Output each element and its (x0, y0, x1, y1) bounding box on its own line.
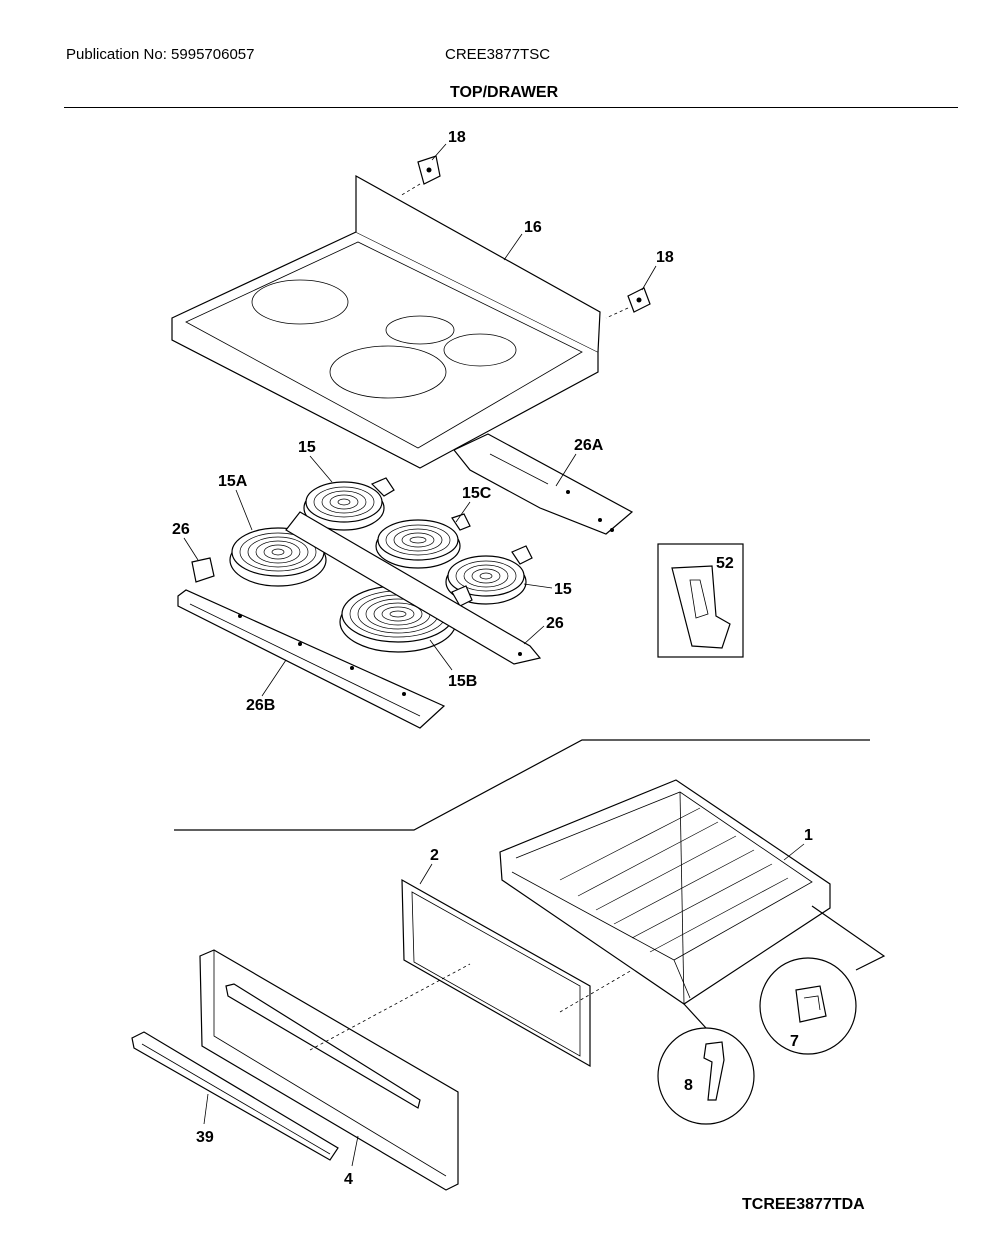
label-15B: 15B (448, 673, 477, 690)
support-rail-26B (177, 589, 446, 729)
part-52-inset (657, 543, 744, 658)
label-18-left: 18 (448, 129, 466, 146)
label-1: 1 (804, 827, 813, 844)
label-39: 39 (196, 1129, 214, 1146)
label-8: 8 (684, 1077, 693, 1094)
section-divider-line (174, 739, 870, 831)
header-divider (64, 107, 958, 108)
drawer-inner-panel-2 (401, 878, 591, 1068)
label-15C: 15C (462, 485, 492, 502)
drawer-body-1 (499, 779, 831, 1005)
label-4: 4 (344, 1171, 353, 1188)
terminal-bracket-26A (453, 433, 634, 535)
model-number: CREE3877TSC (445, 46, 551, 63)
bracket-18-left (399, 155, 441, 197)
publication-number: Publication No: 5995706057 (66, 46, 255, 63)
drawer-front-4 (199, 949, 459, 1191)
detail-circle-7 (759, 905, 886, 1055)
part-labels: 18 16 18 26A 15 15A 15C 26 15 26 15B 26B… (172, 129, 813, 1188)
element-support-26-left (191, 557, 215, 583)
drawer-handle-39 (131, 1031, 339, 1161)
label-7: 7 (790, 1033, 799, 1050)
label-15-front: 15 (554, 581, 572, 598)
label-26B: 26B (246, 697, 275, 714)
section-title: TOP/DRAWER (450, 84, 559, 101)
detail-circle-8 (657, 1003, 755, 1125)
label-15-rear: 15 (298, 439, 316, 456)
label-18-right: 18 (656, 249, 674, 266)
surface-element-15-rear (303, 477, 395, 531)
label-52: 52 (716, 555, 734, 572)
surface-element-15C (375, 513, 471, 569)
label-26A: 26A (574, 437, 604, 454)
label-16: 16 (524, 219, 542, 236)
assembly-guides (309, 963, 633, 1051)
label-15A: 15A (218, 473, 248, 490)
label-26-left: 26 (172, 521, 190, 538)
label-2: 2 (430, 847, 439, 864)
cooktop-glass-16 (171, 174, 601, 469)
label-26-right: 26 (546, 615, 564, 632)
drawing-code: TCREE3877TDA (742, 1196, 865, 1213)
element-support-26-right (285, 511, 542, 665)
bracket-18-right (605, 287, 651, 319)
